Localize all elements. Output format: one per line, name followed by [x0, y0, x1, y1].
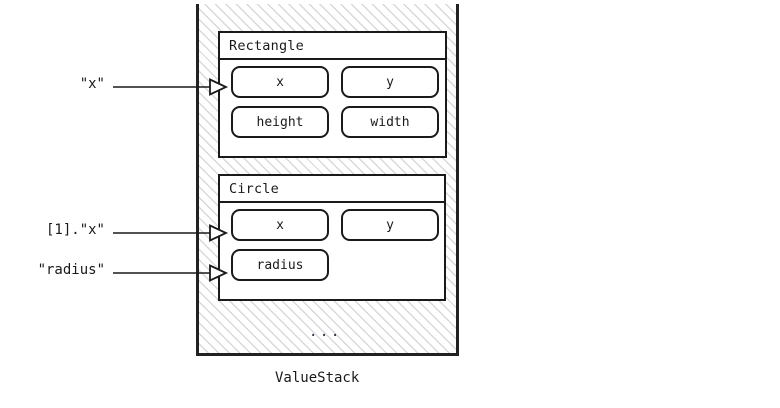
circle-field-radius[interactable]: radius: [231, 249, 329, 281]
rectangle-field-x[interactable]: x: [231, 66, 329, 98]
frame-circle-body: x y radius: [220, 203, 444, 281]
frame-circle[interactable]: Circle x y radius: [218, 174, 446, 301]
annotation-label-radius: "radius": [37, 262, 105, 278]
rectangle-field-y[interactable]: y: [341, 66, 439, 98]
frame-rectangle-body: x y height width: [220, 60, 445, 138]
value-stack-container: Rectangle x y height width Circle x y ra…: [196, 4, 459, 356]
frame-rectangle[interactable]: Rectangle x y height width: [218, 31, 447, 158]
rectangle-field-height[interactable]: height: [231, 106, 329, 138]
circle-field-y[interactable]: y: [341, 209, 439, 241]
annotation-label-index-x: [1]."x": [45, 222, 105, 238]
frame-rectangle-title: Rectangle: [220, 33, 445, 60]
rectangle-field-width[interactable]: width: [341, 106, 439, 138]
value-stack-caption: ValueStack: [275, 370, 360, 386]
frame-circle-title: Circle: [220, 176, 444, 203]
annotation-label-x: "x": [79, 76, 105, 92]
stack-ellipsis: ...: [309, 324, 342, 340]
circle-field-x[interactable]: x: [231, 209, 329, 241]
